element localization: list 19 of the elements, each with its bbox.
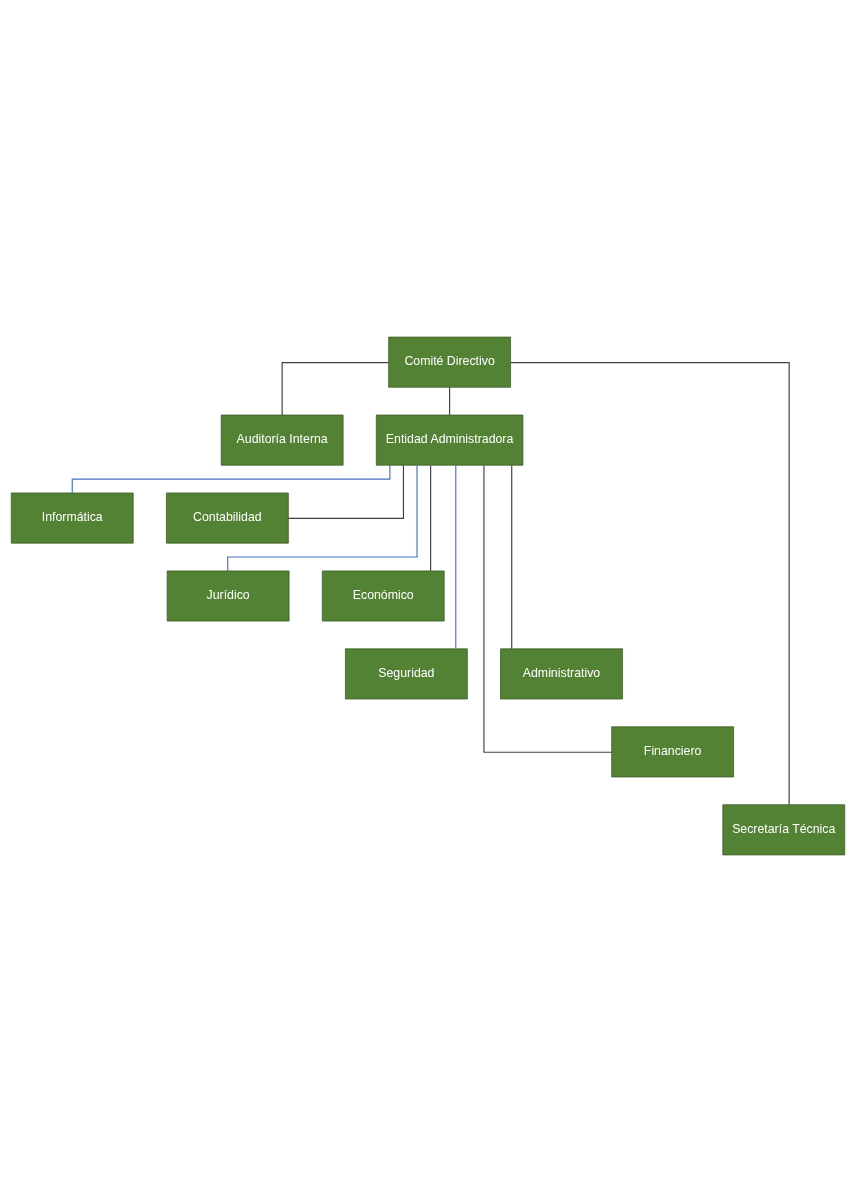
node-box: Informática — [10, 492, 134, 544]
connector — [483, 464, 613, 753]
node-box: Seguridad — [345, 648, 468, 700]
connector — [287, 464, 405, 520]
connector — [449, 386, 451, 416]
node-box: Jurídico — [166, 570, 290, 622]
connector — [430, 464, 432, 572]
node-box: Entidad Administradora — [375, 414, 524, 466]
connector — [510, 361, 790, 806]
node-box: Auditoría Interna — [220, 414, 344, 466]
connector — [511, 464, 513, 650]
connector — [455, 464, 457, 650]
connector — [281, 361, 389, 416]
node-box: Económico — [321, 570, 445, 622]
node-box: Contabilidad — [166, 492, 289, 544]
node-box: Financiero — [611, 726, 734, 778]
node-box: Administrativo — [500, 648, 623, 700]
node-box: Comité Directivo — [388, 336, 511, 388]
node-box: Secretaría Técnica — [722, 804, 846, 856]
